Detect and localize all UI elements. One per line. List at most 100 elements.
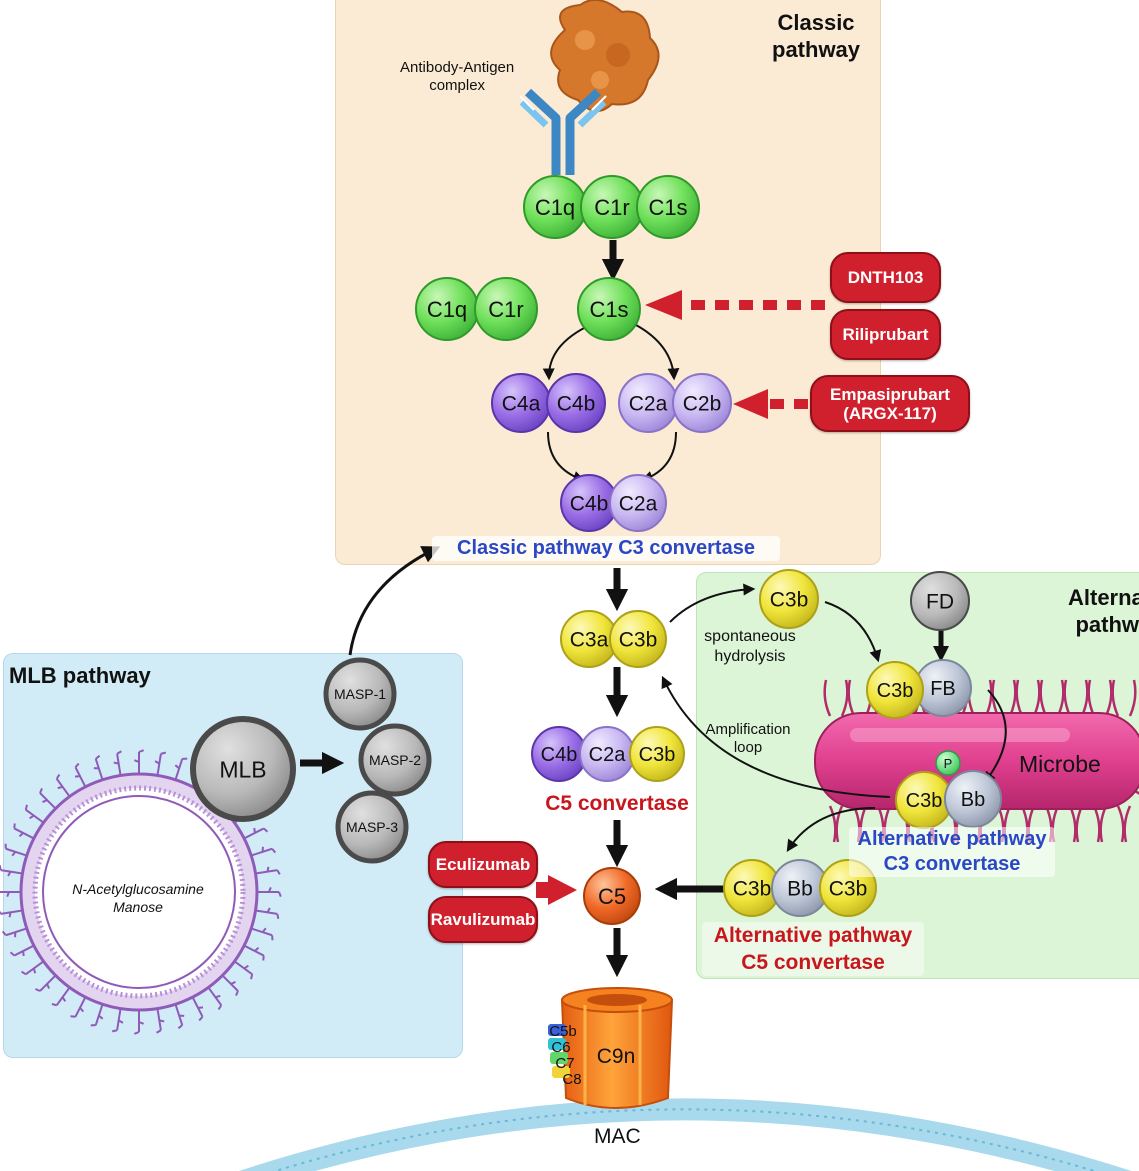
component-label: C4b — [570, 493, 609, 516]
component-label: Bb — [787, 878, 813, 901]
component-label: MASP-2 — [369, 752, 421, 768]
c5-convertase-label: C5 convertase — [545, 792, 689, 815]
arrow-c3bfb-to-c3bbb — [983, 689, 1007, 784]
component-label: C3b — [770, 589, 809, 612]
sugar-label: N-Acetylglucosamine Manose — [72, 881, 204, 915]
component-c1r: C1r — [474, 277, 538, 341]
pathway-arrows — [300, 240, 1007, 978]
component-c4b-convertase: C4b — [560, 474, 618, 532]
component-masp3: MASP-3 — [335, 790, 409, 864]
arrow-c2a-to-c4bc2a — [640, 431, 677, 483]
component-label: C4b — [557, 393, 596, 416]
component-c3b-bb: C3b — [895, 771, 953, 829]
inhibit-c5-head — [548, 875, 577, 905]
arrow-masp-to-classic — [348, 546, 441, 656]
component-c3b-altc5-1: C3b — [723, 859, 781, 917]
component-label: C2a — [629, 393, 668, 416]
mac-component-c8: C8 — [562, 1071, 581, 1088]
antigen-blob — [550, 0, 660, 112]
arrow-c3b-to-c3bfb — [824, 601, 882, 663]
component-c3b-alt: C3b — [759, 569, 819, 629]
component-c3b-fb: C3b — [866, 661, 924, 719]
mac-component-c9n: C9n — [597, 1045, 636, 1068]
drug-ravulizumab: Ravulizumab — [428, 896, 538, 943]
mac-component-c5b: C5b — [549, 1023, 577, 1040]
mac-label: MAC — [594, 1125, 641, 1148]
component-c2b: C2b — [672, 373, 732, 433]
spontaneous-hydrolysis-label: spontaneous hydrolysis — [704, 628, 796, 665]
target-cell-membrane — [239, 1098, 1132, 1171]
alt-c5-convertase-label: Alternative pathway C5 convertase — [702, 922, 924, 976]
component-label: C1s — [589, 297, 628, 322]
component-masp1: MASP-1 — [323, 657, 397, 731]
component-c2a: C2a — [618, 373, 678, 433]
component-c4b: C4b — [546, 373, 606, 433]
sugar-vesicle — [0, 749, 282, 1035]
component-label: C1s — [648, 195, 687, 220]
component-label: C2a — [589, 744, 627, 766]
component-label: C1r — [488, 297, 523, 322]
component-c1s-top: C1s — [636, 175, 700, 239]
component-label: C1q — [535, 195, 575, 220]
classic-pathway-title: Classic pathway — [772, 10, 861, 62]
drug-eculizumab: Eculizumab — [428, 841, 538, 888]
component-label: C1q — [427, 297, 467, 322]
component-label: C1r — [594, 195, 629, 220]
component-c1s: C1s — [577, 277, 641, 341]
arrow-c4b-to-c4bc2a — [547, 431, 586, 483]
component-label: C3b — [877, 680, 914, 702]
antibody-antigen-icon — [519, 0, 660, 175]
drug-dnth103: DNTH103 — [830, 252, 941, 303]
antibody-antigen-label: Antibody-Antigen complex — [400, 59, 515, 94]
mlb-pathway-title: MLB pathway — [9, 663, 151, 688]
component-mlb: MLB — [190, 716, 296, 822]
component-label: C3b — [906, 790, 943, 812]
component-label: MASP-3 — [346, 819, 398, 835]
arrow-c3b-spontaneous — [669, 583, 756, 623]
component-bb: Bb — [944, 770, 1002, 828]
component-c4a: C4a — [491, 373, 551, 433]
component-label: MLB — [219, 756, 266, 782]
component-label: C4a — [502, 393, 541, 416]
classic-c3-convertase-label: Classic pathway C3 convertase — [432, 536, 780, 561]
inhibit-c2-head — [733, 389, 768, 419]
mac-component-c7: C7 — [555, 1055, 574, 1072]
component-label: C3b — [639, 744, 676, 766]
alt-c3-convertase-label: Alternative pathway C3 convertase — [849, 827, 1055, 877]
inhibit-c5-bar — [536, 882, 548, 898]
component-c2a-convertase: C2a — [609, 474, 667, 532]
component-label: FB — [930, 678, 956, 700]
component-label: C4b — [541, 744, 578, 766]
component-c1q: C1q — [415, 277, 479, 341]
component-label: Bb — [961, 789, 985, 811]
arrow-c3bbb-to-alt-c5 — [786, 807, 876, 853]
mac-component-c6: C6 — [551, 1039, 570, 1056]
component-c4b-c5conv: C4b — [531, 726, 587, 782]
component-label: C2b — [683, 393, 722, 416]
component-label: FD — [926, 591, 954, 614]
inhibitor-arrows — [536, 290, 825, 905]
component-c3b: C3b — [609, 610, 667, 668]
microbe-label: Microbe — [1019, 751, 1101, 777]
drug-riliprubart: Riliprubart — [830, 309, 941, 360]
component-c3b-c5conv: C3b — [629, 726, 685, 782]
arrow-c1s-to-c2 — [635, 324, 680, 381]
component-c3a: C3a — [560, 610, 618, 668]
membrane-attack-complex — [548, 987, 674, 1109]
drug-empasiprubart: Empasiprubart (ARGX-117) — [810, 375, 970, 432]
component-masp2: MASP-2 — [358, 723, 432, 797]
component-label: C3b — [829, 878, 868, 901]
component-c1q-top: C1q — [523, 175, 587, 239]
component-label: C3b — [619, 629, 658, 652]
component-c1r-top: C1r — [580, 175, 644, 239]
amplification-loop-label: Amplification loop — [705, 721, 791, 756]
phosphate-label: P — [944, 756, 953, 771]
component-label: MASP-1 — [334, 686, 386, 702]
arrow-c1s-to-c4 — [542, 324, 591, 381]
component-fd: FD — [910, 571, 970, 631]
arrow-amplification-loop — [661, 675, 891, 798]
alternative-pathway-title: Alterna pathw — [1068, 585, 1139, 637]
